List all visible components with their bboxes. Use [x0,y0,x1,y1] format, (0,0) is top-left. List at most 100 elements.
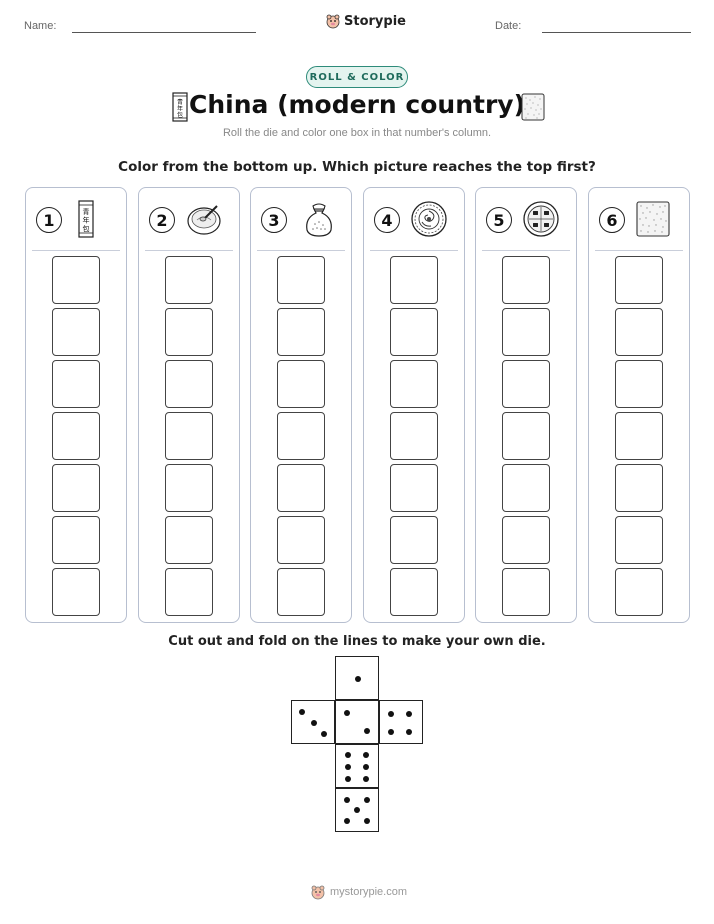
column-divider [145,250,233,251]
mascot-icon [326,14,340,29]
pip [388,729,394,735]
pack-glyph-1: 青 [83,207,90,216]
die-face-six [335,744,379,788]
pip [364,728,370,734]
pip [345,764,351,770]
color-box[interactable] [615,256,663,304]
column-number: 1 [36,207,62,233]
color-box[interactable] [165,256,213,304]
die-face-one [335,656,379,700]
seal-medallion-icon [523,201,559,237]
color-box[interactable] [277,360,325,408]
pip [345,776,351,782]
color-box[interactable] [615,464,663,512]
color-box[interactable] [390,308,438,356]
pack-glyph-1: 青 [177,98,183,106]
qingnian-bao-pack-icon: 青 年 包 [78,200,94,238]
column-4: 4 [363,187,465,623]
color-box[interactable] [52,412,100,460]
pip [363,764,369,770]
pip [388,711,394,717]
color-box[interactable] [502,516,550,564]
column-5: 5 [475,187,577,623]
color-box[interactable] [52,464,100,512]
color-box[interactable] [502,360,550,408]
color-box[interactable] [390,412,438,460]
instruction-heading: Color from the bottom up. Which picture … [118,159,596,175]
color-box[interactable] [615,308,663,356]
date-field[interactable] [542,32,691,33]
column-number: 3 [261,207,287,233]
color-box[interactable] [390,256,438,304]
color-box[interactable] [615,360,663,408]
column-divider [482,250,570,251]
color-box[interactable] [390,568,438,616]
rice-sack-icon [306,203,332,237]
column-number: 5 [486,207,512,233]
color-box[interactable] [52,308,100,356]
footer: mystorypie.com [310,884,407,900]
pip [311,720,317,726]
color-box[interactable] [165,308,213,356]
color-box[interactable] [52,516,100,564]
color-box[interactable] [390,360,438,408]
color-box[interactable] [390,516,438,564]
pip [344,710,350,716]
color-box[interactable] [165,568,213,616]
column-2: 2 [138,187,240,623]
color-box[interactable] [277,308,325,356]
pack-glyph-2: 年 [177,105,183,113]
color-box[interactable] [502,464,550,512]
brand-logo: Storypie [325,13,406,29]
mascot-icon [311,885,325,900]
color-box[interactable] [615,568,663,616]
column-divider [370,250,458,251]
date-label: Date: [495,20,522,32]
color-box[interactable] [52,360,100,408]
color-box[interactable] [277,412,325,460]
color-box[interactable] [502,412,550,460]
column-header: 3 [261,200,345,240]
color-box[interactable] [615,516,663,564]
color-box[interactable] [390,464,438,512]
column-divider [32,250,120,251]
pip [363,752,369,758]
color-box[interactable] [165,360,213,408]
color-box[interactable] [615,412,663,460]
color-box[interactable] [165,516,213,564]
pip [363,776,369,782]
name-field[interactable] [72,32,256,33]
color-box[interactable] [277,464,325,512]
color-box[interactable] [277,568,325,616]
color-box[interactable] [165,412,213,460]
column-header: 4 [374,200,458,240]
qingnian-bao-pack-icon: 青 年 包 [172,92,188,122]
color-box[interactable] [502,256,550,304]
color-box[interactable] [502,568,550,616]
color-box[interactable] [502,308,550,356]
column-header: 5 [486,200,570,240]
column-number: 2 [149,207,175,233]
column-3: 3 [250,187,352,623]
textured-square-icon [521,93,545,121]
footer-site-link[interactable]: mystorypie.com [330,886,408,898]
pack-glyph-3: 包 [177,111,183,119]
color-box[interactable] [277,256,325,304]
column-number: 6 [599,207,625,233]
column-number: 4 [374,207,400,233]
pip [344,818,350,824]
color-box[interactable] [52,568,100,616]
column-header: 1 青 年 包 [36,200,120,240]
color-box[interactable] [52,256,100,304]
column-divider [595,250,683,251]
pip [321,731,327,737]
pip [406,729,412,735]
pip [355,676,361,682]
die-face-three [291,700,335,744]
die-face-four [379,700,423,744]
column-header: 6 [599,200,683,240]
color-box[interactable] [165,464,213,512]
color-box[interactable] [277,516,325,564]
pip [364,797,370,803]
page-title: China (modern country) [188,90,525,119]
